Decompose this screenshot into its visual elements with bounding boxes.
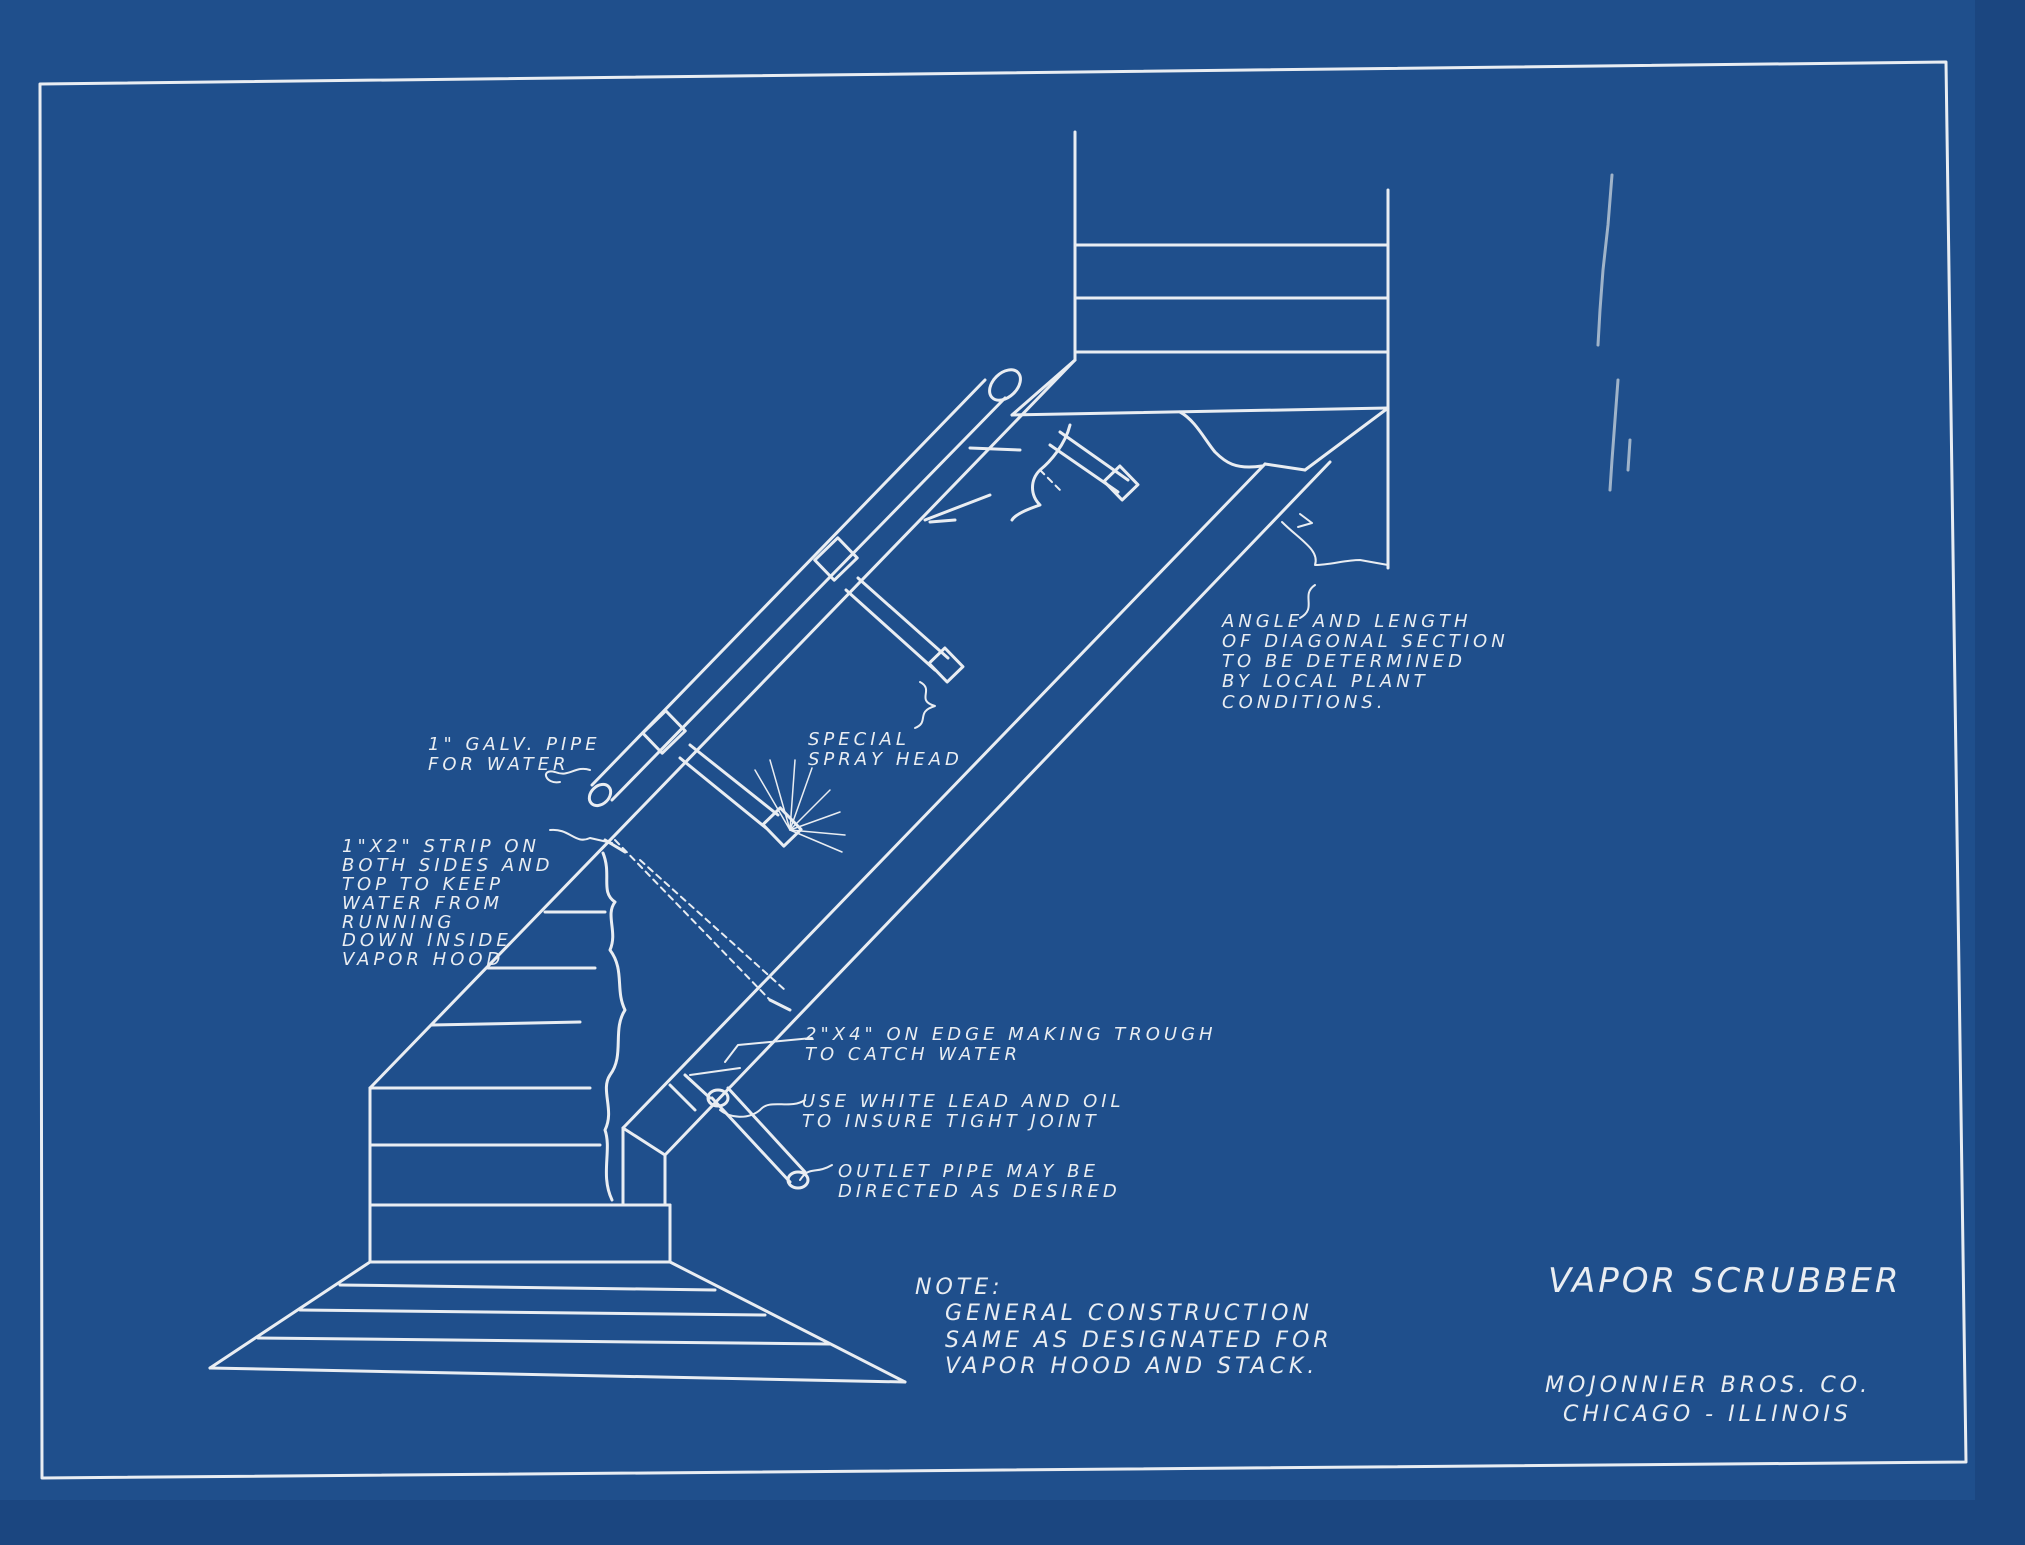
callout-strip-line: Down Inside	[342, 930, 512, 952]
callout-spray-head: Special Spray Head	[808, 729, 963, 771]
general-note: Note: General Construction Same as Desig…	[915, 1275, 1333, 1381]
callout-outlet-line: Directed as Desired	[838, 1181, 1121, 1203]
callout-spray-line: Special	[808, 729, 910, 750]
hidden-lines	[614, 469, 1061, 1001]
callout-water-pipe: 1" Galv. Pipe for Water	[428, 734, 601, 776]
note-line: General Construction	[945, 1301, 1313, 1327]
callout-angle-line: of Diagonal Section	[1222, 631, 1509, 653]
company-name: Mojonnier Bros. Co.	[1545, 1373, 1872, 1398]
callout-spray-line: Spray Head	[808, 749, 963, 771]
water-pipe	[587, 368, 1140, 848]
drawing-title: Vapor Scrubber	[1548, 1261, 1902, 1301]
callout-angle-line: Angle and Length	[1222, 611, 1472, 632]
spray-head-fan	[754, 759, 846, 853]
lower-stack	[368, 910, 672, 1264]
callout-strip-line: Vapor Hood	[342, 949, 505, 971]
callout-strip-line: Water From	[342, 892, 504, 914]
note-heading: Note:	[915, 1275, 1004, 1300]
callout-outlet-pipe: Outlet Pipe May Be Directed as Desired	[838, 1161, 1121, 1203]
callout-angle-line: Conditions.	[1222, 691, 1387, 713]
callout-angle: Angle and Length of Diagonal Section To …	[1222, 611, 1509, 713]
callout-trough-line: To Catch Water	[805, 1044, 1022, 1066]
callout-strip-line: Both Sides and	[342, 854, 554, 876]
trough-and-strips	[603, 838, 792, 1112]
company-city: Chicago - Illinois	[1563, 1401, 1852, 1427]
callout-lead-line: Use White Lead and Oil	[802, 1091, 1125, 1112]
callout-strip-line: 1"x2" Strip on	[342, 836, 540, 857]
callout-strip: 1"x2" Strip on Both Sides and Top to Kee…	[342, 836, 554, 971]
drawing-border	[38, 60, 1968, 1480]
callout-white-lead: Use White Lead and Oil To Insure Tight J…	[802, 1091, 1125, 1133]
callout-strip-line: Running	[342, 911, 456, 933]
callout-outlet-line: Outlet Pipe May Be	[838, 1161, 1099, 1182]
callout-trough-line: 2"x4" on Edge Making Trough	[805, 1024, 1217, 1045]
leader-lines	[545, 513, 1389, 1181]
callout-trough: 2"x4" on Edge Making Trough To Catch Wat…	[805, 1024, 1217, 1066]
callout-strip-line: Top to Keep	[342, 873, 505, 895]
break-lines	[601, 410, 1264, 1202]
paper-stain	[1596, 173, 1632, 492]
callout-lead-line: To Insure Tight Joint	[802, 1111, 1100, 1133]
callout-angle-line: To Be Determined	[1222, 651, 1466, 673]
callout-pipe-line: 1" Galv. Pipe	[428, 734, 601, 755]
diagonal-section	[368, 358, 1390, 1207]
callout-pipe-line: for Water	[428, 754, 570, 776]
note-line: Same as Designated for	[945, 1327, 1333, 1353]
callout-angle-line: By Local Plant	[1222, 671, 1429, 693]
base-flare	[208, 1260, 907, 1384]
note-line: Vapor Hood and Stack.	[945, 1354, 1319, 1380]
company-block: Mojonnier Bros. Co. Chicago - Illinois	[1545, 1372, 1871, 1429]
outlet-pipe	[706, 1086, 810, 1190]
